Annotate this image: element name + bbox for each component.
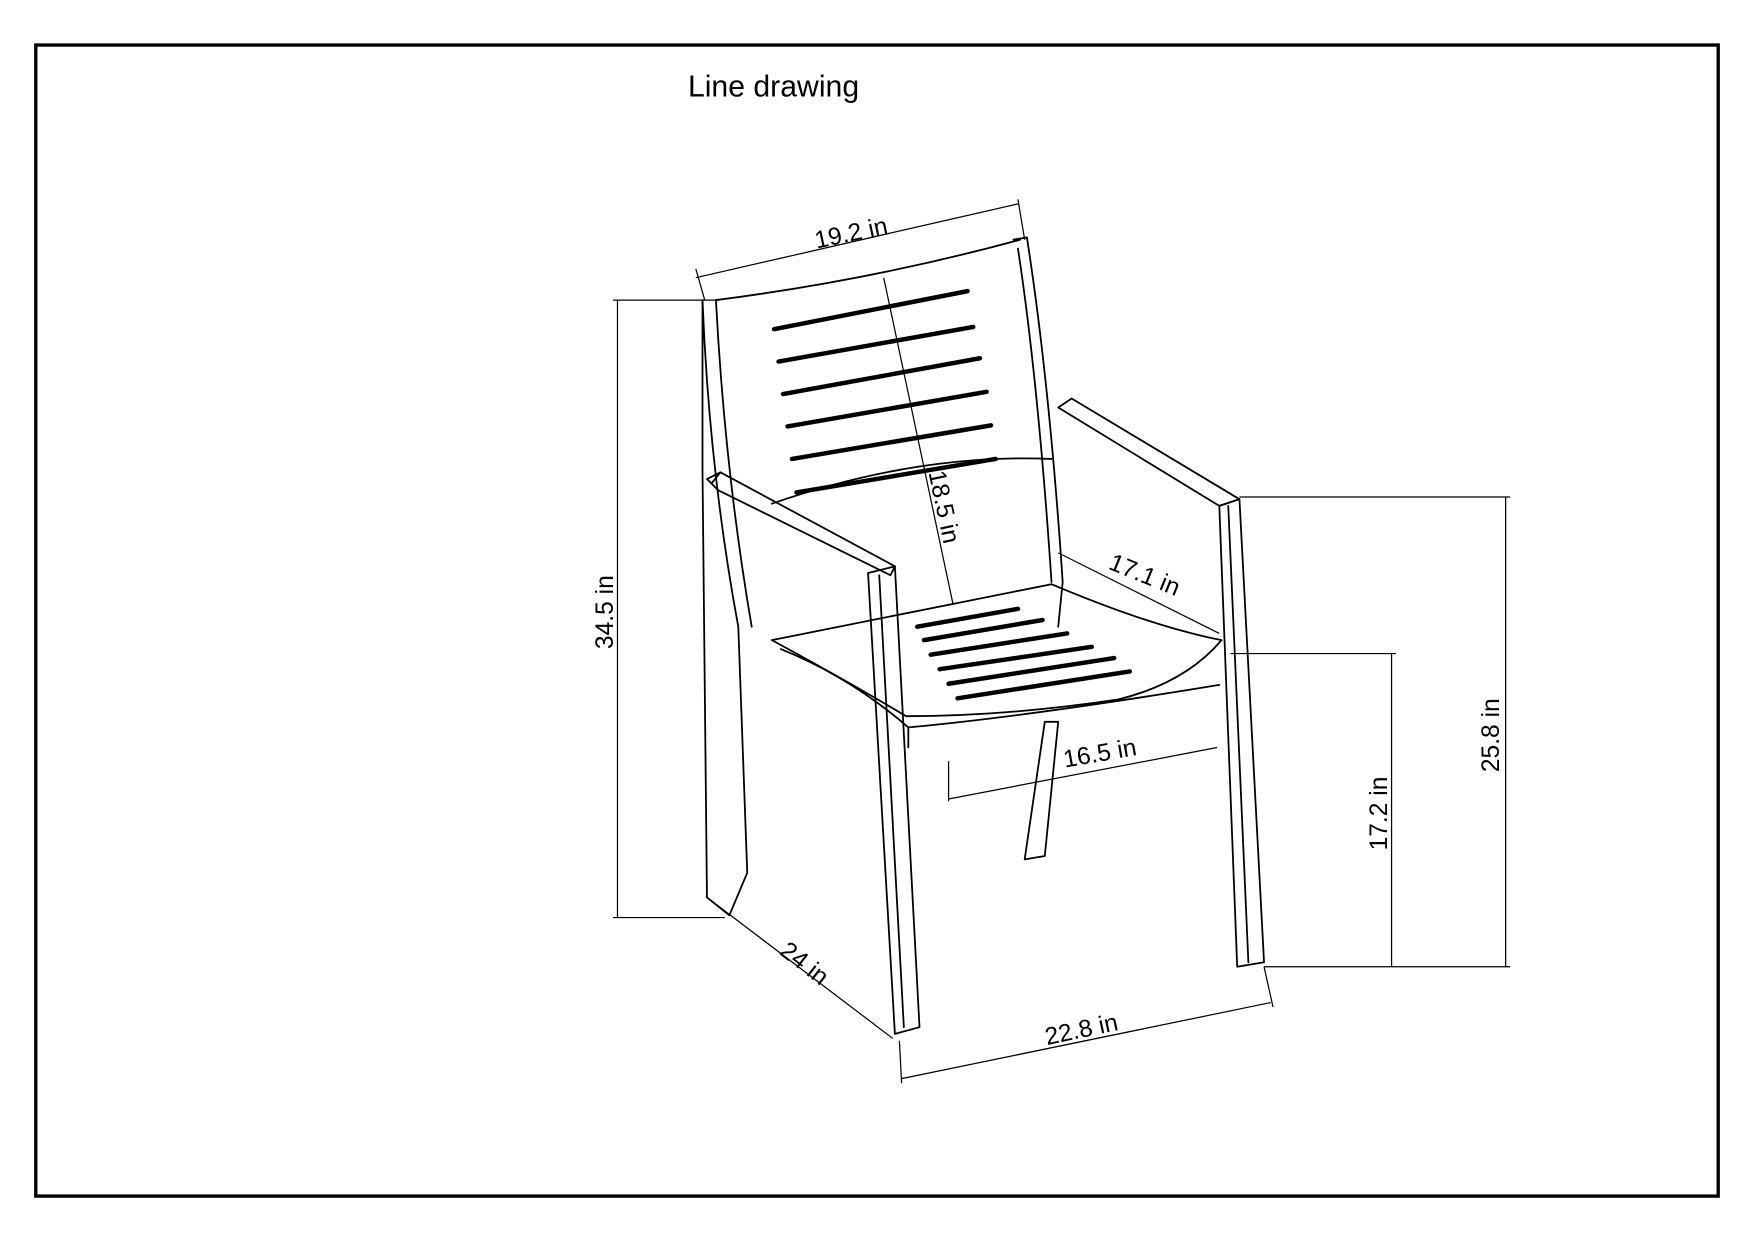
sheet-border <box>34 43 1720 1198</box>
back-width-label: 19.2 in <box>812 213 890 255</box>
seat-width-label: 16.5 in <box>1061 734 1138 773</box>
seat-depth-label: 17.1 in <box>1105 549 1184 602</box>
back-slats <box>771 288 998 495</box>
overall-height-label: 34.5 in <box>592 575 619 649</box>
back-height-label: 18.5 in <box>923 468 965 546</box>
seat-slats <box>915 606 1133 701</box>
drawing-title: Line drawing <box>688 70 859 103</box>
chair-outline <box>701 236 1265 1035</box>
seat-height-label: 17.2 in <box>1366 777 1393 851</box>
overall-width-label: 22.8 in <box>1043 1009 1121 1051</box>
overall-depth-label: 24 in <box>775 937 834 991</box>
dimension-lines <box>613 199 1511 1084</box>
dimension-labels: 19.2 in 18.5 in 34.5 in 17.1 in 16.5 in … <box>592 213 1505 1051</box>
arm-height-label: 25.8 in <box>1478 698 1505 772</box>
